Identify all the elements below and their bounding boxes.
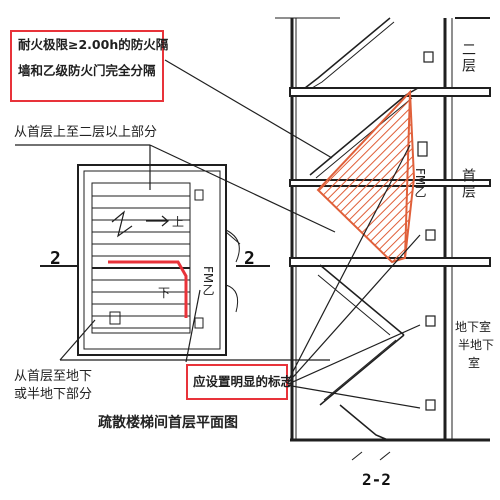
lower-part-label-2: 或半地下部分	[14, 387, 93, 402]
fire-separation-callout: 耐火极限≥2.00h的防火隔 墙和乙级防火门完全分隔	[10, 30, 169, 102]
basement-label-1: 地下室	[455, 320, 492, 334]
fire-separation-line-2: 墙和乙级防火门完全分隔	[18, 63, 156, 79]
basement-label-2: 半地下	[458, 338, 495, 352]
basement-label-3: 室	[468, 356, 481, 370]
plan-view	[40, 164, 270, 356]
sign-text: 应设置明显的标志	[193, 374, 294, 389]
plan-title: 疏散楼梯间首层平面图	[98, 415, 238, 431]
up-label: 上	[172, 215, 185, 229]
section-mark-right: 2	[244, 248, 255, 269]
down-label: 下	[158, 286, 171, 300]
section-door-label: FM乙	[413, 168, 427, 198]
floor-label-2: 二层	[460, 42, 476, 74]
section-title: 2-2	[362, 470, 391, 489]
plan-separation-wall	[108, 260, 188, 318]
section-view	[275, 17, 491, 461]
floor-label-1: 首层	[460, 168, 476, 200]
upper-part-label: 从首层上至二层以上部分	[14, 125, 158, 140]
lower-part-label-1: 从首层至地下	[14, 369, 93, 384]
fire-separation-line-1: 耐火极限≥2.00h的防火隔	[18, 37, 169, 52]
plan-door-label: FM乙	[201, 266, 215, 296]
sign-callout: 应设置明显的标志	[186, 364, 294, 400]
leader-lines	[15, 59, 421, 409]
section-mark-left: 2	[50, 248, 61, 269]
